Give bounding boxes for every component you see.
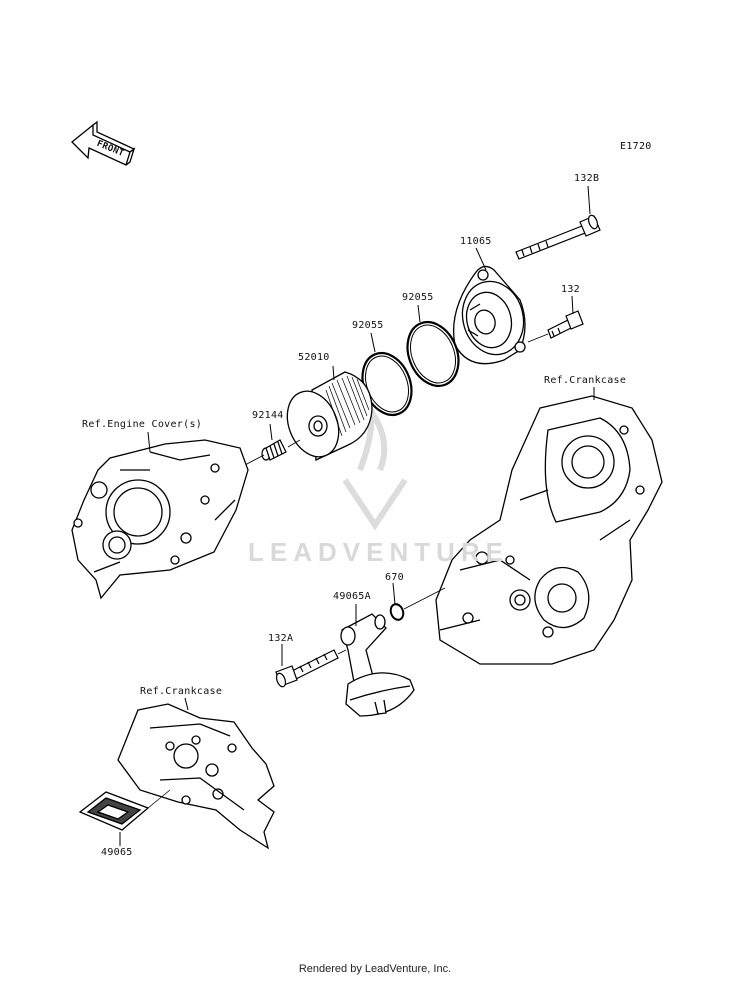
part-label-92055-outer[interactable]: 92055 <box>402 292 434 303</box>
part-label-49065[interactable]: 49065 <box>101 847 133 858</box>
part-label-670[interactable]: 670 <box>385 572 404 583</box>
oil-filter-52010-drawing <box>286 371 373 461</box>
strainer-49065a-drawing <box>340 613 415 717</box>
part-label-132[interactable]: 132 <box>561 284 580 295</box>
part-label-92055-inner[interactable]: 92055 <box>352 320 384 331</box>
front-arrow-icon <box>71 120 136 166</box>
ref-crankcase-right[interactable]: Ref.Crankcase <box>544 375 627 386</box>
bolt-132-drawing <box>547 310 584 339</box>
part-label-132b[interactable]: 132B <box>574 173 600 184</box>
crankcase-right-drawing <box>435 395 663 665</box>
part-label-49065a[interactable]: 49065A <box>333 591 371 602</box>
oring-92055-drawings <box>361 321 460 416</box>
oring-670-drawing <box>389 603 405 621</box>
ref-crankcase-left[interactable]: Ref.Crankcase <box>140 686 223 697</box>
watermark-text: LEADVENTURE <box>248 537 510 567</box>
cover-11065-drawing <box>452 265 526 365</box>
part-label-92144[interactable]: 92144 <box>252 410 284 421</box>
footer-credit: Rendered by LeadVenture, Inc. <box>298 963 452 975</box>
bolt-132b-drawing <box>515 214 601 260</box>
part-label-52010[interactable]: 52010 <box>298 352 330 363</box>
engine-cover-drawing <box>71 439 249 600</box>
screen-49065-drawing <box>78 791 150 831</box>
ref-engine-cover[interactable]: Ref.Engine Cover(s) <box>82 419 203 430</box>
diagram-code: E1720 <box>620 141 652 152</box>
spring-92144-drawing <box>261 439 287 461</box>
bolt-132a-drawing <box>275 649 339 688</box>
crankcase-left-drawing <box>117 703 275 850</box>
part-label-11065[interactable]: 11065 <box>460 236 492 247</box>
part-label-132a[interactable]: 132A <box>268 633 294 644</box>
